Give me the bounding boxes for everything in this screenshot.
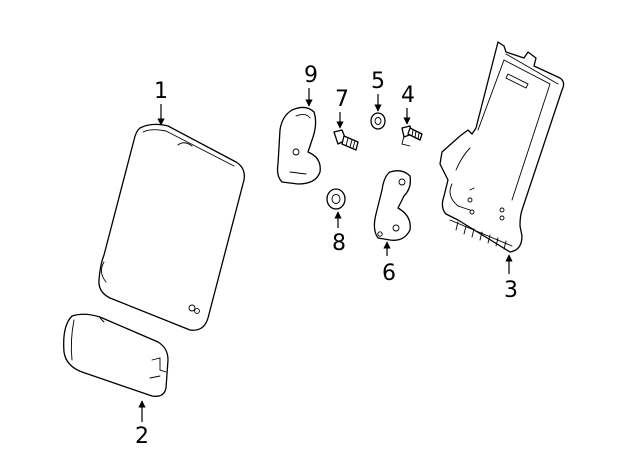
- callout-7: 7: [335, 87, 349, 112]
- callout-4: 4: [401, 83, 415, 108]
- nut: [370, 112, 386, 130]
- callout-5: 5: [371, 69, 385, 94]
- bolt: [333, 129, 359, 151]
- callout-3: 3: [504, 278, 518, 303]
- seat-back-frame: [439, 41, 565, 253]
- side-cover: [276, 106, 321, 185]
- bolt-with-clip: [401, 125, 423, 147]
- callout-1: 1: [154, 79, 168, 104]
- callout-8: 8: [332, 231, 346, 256]
- callout-6: 6: [382, 261, 396, 286]
- callout-9: 9: [304, 63, 318, 88]
- bushing: [326, 188, 346, 210]
- seat-back-cushion: [98, 123, 245, 331]
- hinge-bracket: [373, 170, 412, 241]
- seat-cushion-trim: [63, 313, 169, 397]
- callout-2: 2: [135, 424, 149, 449]
